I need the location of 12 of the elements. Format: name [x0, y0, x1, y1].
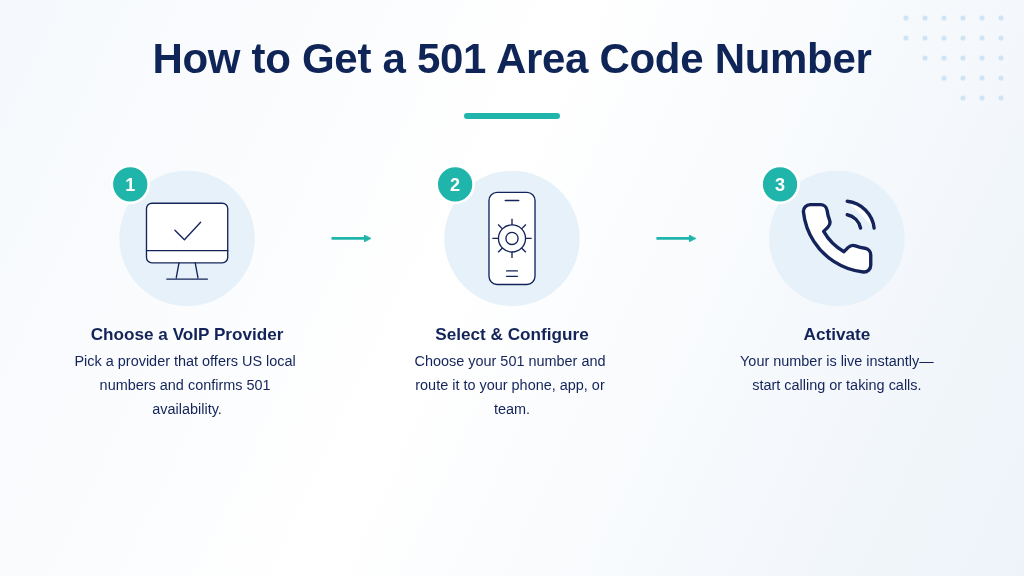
arrow	[656, 234, 697, 243]
step-number-badge: 3	[760, 164, 800, 205]
step-title: Select & Configure	[435, 324, 589, 347]
title: How to Get a 501 Area Code Number	[152, 34, 872, 84]
arrow	[331, 234, 372, 243]
step-number-badge: 2	[435, 164, 475, 205]
step-title: Activate	[803, 324, 871, 347]
step-description: Your number is live instantly—start calling or taking calls.	[740, 352, 934, 393]
step-title: Choose a VoIP Provider	[90, 324, 284, 347]
step-number-badge: 1	[110, 164, 151, 205]
step-description: Pick a provider that offers US local numbers and confirms 501 availability.	[74, 352, 297, 417]
step-description: Choose your 501 number and route it to your phone, app, or team.	[414, 352, 607, 417]
